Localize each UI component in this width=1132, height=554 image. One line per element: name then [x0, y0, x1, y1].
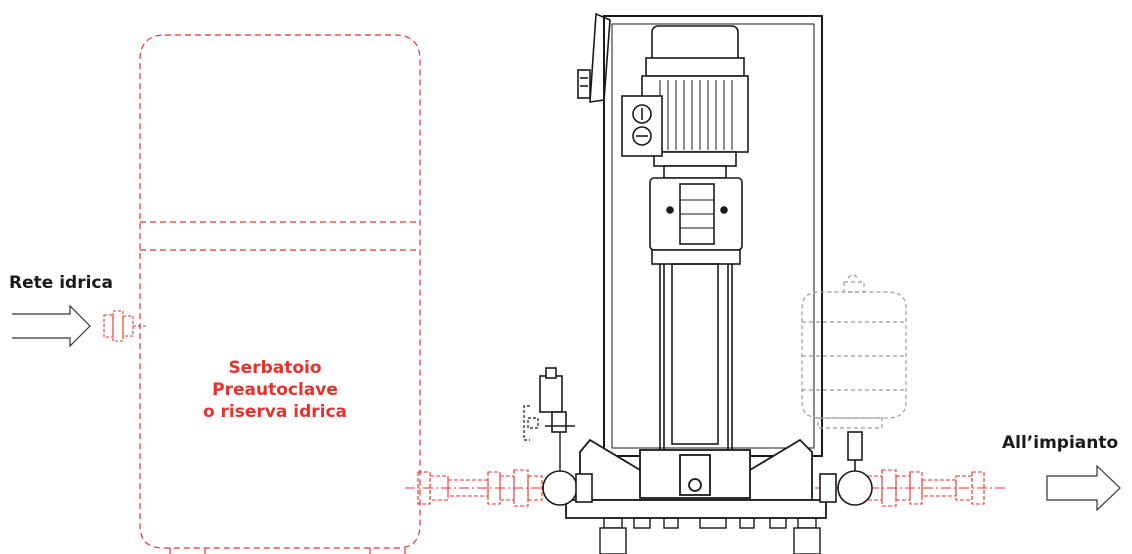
- discharge-valve: [819, 431, 873, 506]
- outlet-label: All’impianto: [1002, 433, 1119, 453]
- suction-pipe-fittings: [417, 469, 543, 507]
- pump-base: [565, 438, 827, 554]
- panel-door: [577, 12, 611, 103]
- outlet-arrow-icon: [1046, 464, 1121, 512]
- tank-label: Serbatoio Preautoclave o riserva idrica: [180, 357, 370, 423]
- discharge-pipe-fittings: [867, 469, 985, 507]
- inlet-label: Rete idrica: [9, 273, 113, 293]
- suction-valve: [539, 367, 593, 506]
- terminal-box: [621, 95, 663, 157]
- tank-label-line-2: Preautoclave: [212, 380, 338, 400]
- expansion-vessel: [801, 274, 907, 429]
- tank-label-line-3: o riserva idrica: [202, 402, 348, 422]
- pump-head: [649, 177, 743, 265]
- tank-outline: [139, 34, 421, 554]
- inlet-arrow-icon: [12, 304, 91, 348]
- inlet-fitting: [103, 310, 148, 342]
- tank-label-line-1: Serbatoio: [228, 358, 322, 378]
- gauge-bracket: [523, 405, 539, 441]
- pump-stack: [659, 263, 733, 450]
